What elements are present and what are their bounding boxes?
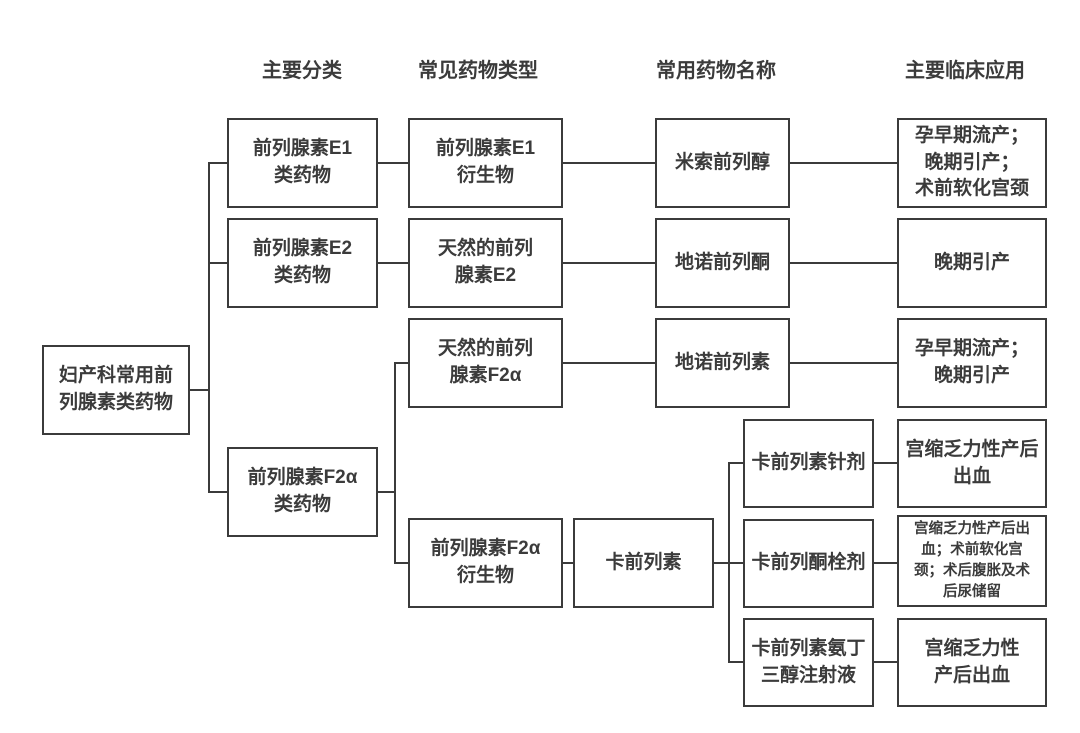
- node-name-carboprost: 卡前列素: [573, 518, 714, 608]
- node-type-natural-f2a: 天然的前列 腺素F2α: [408, 318, 563, 408]
- connector-split-tromethamine: [730, 661, 743, 663]
- connector-suppository-application: [874, 562, 897, 564]
- connector-f2a-split: [378, 491, 396, 493]
- node-root: 妇产科常用前 列腺素类药物: [42, 345, 190, 435]
- connector-trunk-e2: [210, 262, 227, 264]
- node-name-misoprostol: 米索前列醇: [655, 118, 790, 208]
- connector-trunk-vertical: [208, 162, 210, 493]
- connector-carboprost-split-vertical: [728, 462, 730, 663]
- node-name-carboprost-suppository: 卡前列酮栓剂: [743, 519, 874, 608]
- node-application-dinoprost: 孕早期流产； 晚期引产: [897, 318, 1047, 408]
- connector-misoprostol-application: [790, 162, 897, 164]
- connector-injection-application: [874, 462, 897, 464]
- connector-trunk-e1: [210, 162, 227, 164]
- node-name-carboprost-injection: 卡前列素针剂: [743, 419, 874, 508]
- connector-dinoprostone-application: [790, 262, 897, 264]
- node-application-tromethamine: 宫缩乏力性 产后出血: [897, 618, 1047, 707]
- node-application-suppository: 宫缩乏力性产后出 血；术前软化宫 颈；术后腹胀及术 后尿储留: [897, 515, 1047, 607]
- node-application-injection: 宫缩乏力性产后 出血: [897, 419, 1047, 508]
- node-application-dinoprostone: 晚期引产: [897, 218, 1047, 308]
- node-type-f2a-derivative: 前列腺素F2α 衍生物: [408, 518, 563, 608]
- column-header-clinical-application: 主要临床应用: [905, 60, 1025, 82]
- node-classification-f2a: 前列腺素F2α 类药物: [227, 447, 378, 537]
- connector-type-misoprostol: [563, 162, 655, 164]
- column-header-classification: 主要分类: [262, 60, 342, 82]
- connector-split-natural-f2a: [396, 362, 408, 364]
- node-name-dinoprost: 地诺前列素: [655, 318, 790, 408]
- connector-tromethamine-application: [874, 661, 897, 663]
- connector-f2a-split-vertical: [394, 362, 396, 564]
- connector-split-injection: [730, 462, 743, 464]
- connector-carboprost-split: [714, 562, 730, 564]
- node-application-misoprostol: 孕早期流产； 晚期引产； 术前软化宫颈: [897, 118, 1047, 208]
- node-classification-e2: 前列腺素E2 类药物: [227, 218, 378, 308]
- connector-split-suppository: [730, 562, 743, 564]
- connector-type-carboprost: [563, 562, 573, 564]
- connector-e1-type: [378, 162, 408, 164]
- connector-e2-type: [378, 262, 408, 264]
- node-type-e1-derivative: 前列腺素E1 衍生物: [408, 118, 563, 208]
- connector-trunk-f2a: [210, 491, 227, 493]
- node-name-carboprost-tromethamine: 卡前列素氨丁 三醇注射液: [743, 618, 874, 707]
- connector-type-dinoprost: [563, 362, 655, 364]
- column-header-drug-name: 常用药物名称: [656, 60, 776, 82]
- connector-dinoprost-application: [790, 362, 897, 364]
- column-header-drug-type: 常见药物类型: [418, 60, 538, 82]
- connector-split-f2a-derivative: [396, 562, 408, 564]
- node-classification-e1: 前列腺素E1 类药物: [227, 118, 378, 208]
- node-type-natural-e2: 天然的前列 腺素E2: [408, 218, 563, 308]
- connector-root-trunk: [190, 389, 210, 391]
- node-name-dinoprostone: 地诺前列酮: [655, 218, 790, 308]
- connector-type-dinoprostone: [563, 262, 655, 264]
